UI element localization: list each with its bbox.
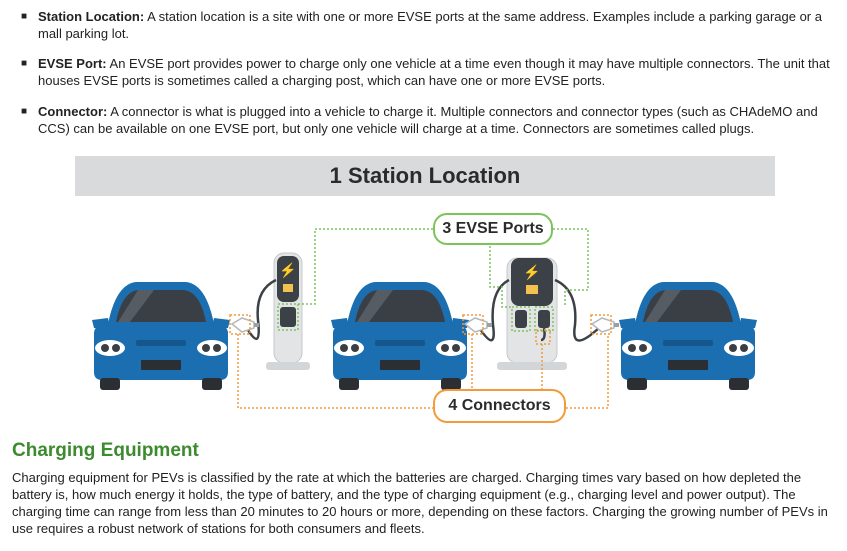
bullet-text: A station location is a site with one or…: [38, 9, 822, 41]
bullet-text: An EVSE port provides power to charge on…: [38, 56, 830, 88]
evse-ports-text: 3 EVSE Ports: [442, 220, 544, 237]
car-left: [92, 282, 230, 390]
bullet-text: A connector is what is plugged into a ve…: [38, 104, 818, 136]
car-center: [331, 282, 469, 390]
bullet-marker: ■: [21, 58, 28, 69]
connectors-label: 4 Connectors: [433, 389, 566, 423]
bullet-connector: ■ Connector: A connector is what is plug…: [21, 103, 838, 137]
bullet-term: EVSE Port:: [38, 56, 107, 71]
bullet-marker: ■: [21, 106, 28, 117]
bullet-term: Connector:: [38, 104, 108, 119]
section-paragraph: Charging equipment for PEVs is classifie…: [12, 470, 828, 536]
charging-post-single: ⚡: [238, 252, 310, 370]
connector-plug: [464, 317, 493, 333]
connector-plug: [231, 317, 260, 333]
banner-label: 1 Station Location: [329, 163, 521, 188]
charging-post-dual: ⚡: [476, 257, 601, 370]
evse-callout-lines: [277, 228, 589, 332]
evse-ports-label: 3 EVSE Ports: [433, 213, 553, 245]
section-title: Charging Equipment: [12, 440, 199, 461]
car-right: [619, 282, 757, 390]
connector-callout-lines: [229, 314, 612, 409]
bullet-term: Station Location:: [38, 9, 145, 24]
station-location-banner: 1 Station Location: [75, 156, 775, 196]
connectors-text: 4 Connectors: [448, 397, 551, 414]
svg-text:⚡: ⚡: [523, 264, 540, 281]
diagram-graphics: ⚡ ⚡: [92, 228, 757, 409]
station-diagram: 1 Station Location: [0, 150, 847, 435]
bullet-marker: ■: [21, 11, 28, 22]
bullet-evse-port: ■ EVSE Port: An EVSE port provides power…: [21, 55, 838, 89]
svg-text:⚡: ⚡: [279, 262, 296, 279]
bullet-station-location: ■ Station Location: A station location i…: [21, 8, 838, 42]
